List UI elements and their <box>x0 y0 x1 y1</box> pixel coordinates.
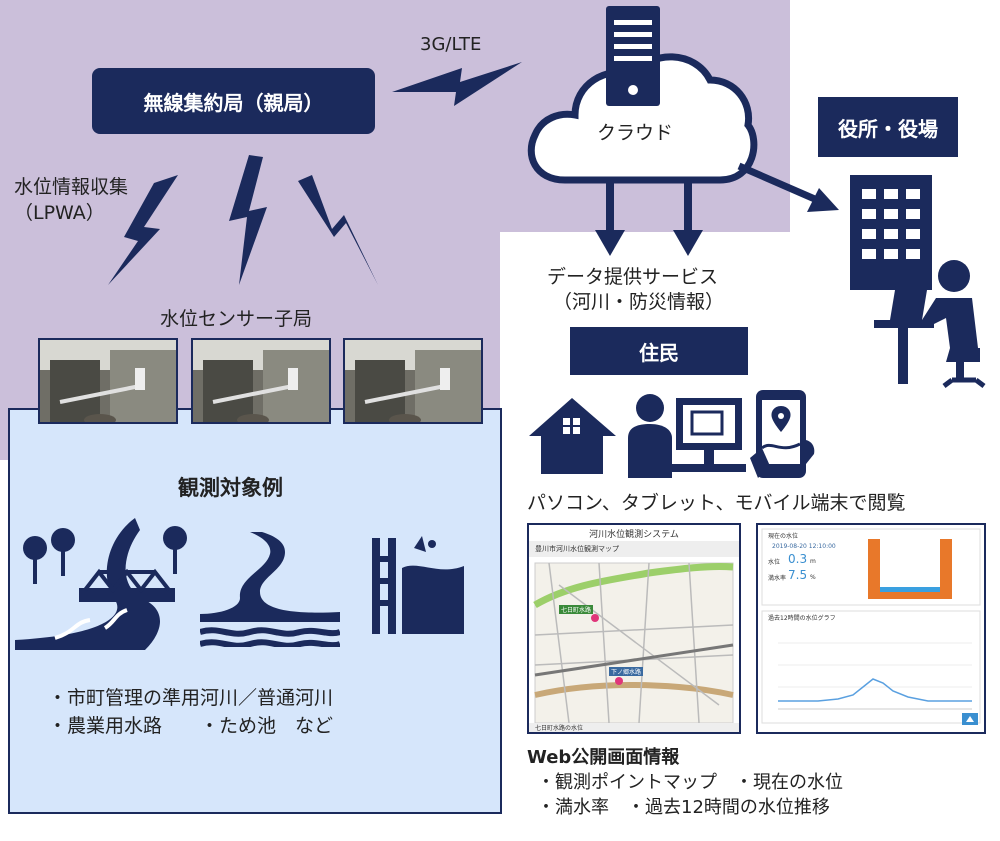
map-screenshot: 河川水位観測システム 豊川市河川水位観測マップ 七日町水路 下ノ郷水路 七日町水… <box>527 523 741 734</box>
level-value: 0.3 <box>788 552 808 566</box>
mobile-map-icon <box>750 390 815 478</box>
observation-title: 観測対象例 <box>178 476 283 500</box>
level-unit: m <box>810 558 816 565</box>
observation-item: ・市町管理の準用河川／普通河川 <box>48 687 334 709</box>
map-footer: 七日町水路の水位 <box>535 725 584 732</box>
map-subheader: 豊川市河川水位観測マップ <box>535 545 619 553</box>
sensor-photo <box>38 338 178 424</box>
sensor-photo <box>191 338 331 424</box>
map-header: 河川水位観測システム <box>589 530 679 540</box>
reservoir-icon <box>372 536 464 634</box>
fill-value: 7.5 <box>788 568 808 582</box>
residents-label: 住民 <box>639 340 679 365</box>
arrow-down-icon <box>595 178 625 256</box>
web-info-title: Web公開画面情報 <box>527 747 680 768</box>
house-icon <box>529 398 616 474</box>
devices-label: パソコン、タブレット、モバイル端末で閲覧 <box>527 492 906 514</box>
sensor-photo <box>343 338 483 424</box>
current-level-title: 現在の水位 <box>768 533 799 540</box>
office-worker-icon <box>874 260 986 388</box>
map-pin-label: 七日町水路 <box>559 605 594 614</box>
cloud-label: クラウド <box>597 122 674 144</box>
current-datetime: 2019-08-20 12:10:00 <box>772 543 836 550</box>
waterway-icon <box>200 532 340 647</box>
network-label: 3G/LTE <box>420 34 482 55</box>
server-icon <box>606 6 660 106</box>
water-level-screenshot: 現在の水位 2019-08-20 12:10:00 水位 0.3 m 満水率 7… <box>756 523 986 734</box>
observation-item: ・農業用水路 ・ため池 など <box>48 715 334 737</box>
web-info-line: ・観測ポイントマップ ・現在の水位 <box>537 772 843 793</box>
graph-title: 過去12時間の水位グラフ <box>768 615 836 622</box>
map-pin-label: 下ノ郷水路 <box>609 667 644 676</box>
lightning-icon <box>392 62 522 106</box>
level-label: 水位 <box>768 559 781 566</box>
lightning-icon <box>229 155 267 285</box>
collection-label: 水位情報収集 <box>14 176 129 198</box>
data-service-sublabel: （河川・防災情報） <box>553 291 725 313</box>
data-service-label: データ提供サービス <box>547 266 719 288</box>
arrow-down-icon <box>673 178 703 256</box>
river-bridge-icon <box>15 518 187 650</box>
office-building-icon <box>850 175 932 290</box>
office-label-box: 役所・役場 <box>818 97 958 157</box>
arrow-to-office-icon <box>737 162 839 212</box>
fill-label: 満水率 <box>768 575 787 582</box>
web-info-line: ・満水率 ・過去12時間の水位推移 <box>537 797 830 818</box>
computer-user-icon <box>628 394 746 478</box>
residents-label-box: 住民 <box>570 327 748 375</box>
lightning-icon <box>298 175 378 285</box>
lightning-icon <box>108 175 178 285</box>
parent-station-label: 無線集約局（親局） <box>143 90 324 115</box>
sensor-label: 水位センサー子局 <box>160 308 313 330</box>
parent-station-box: 無線集約局（親局） <box>92 68 375 134</box>
office-label: 役所・役場 <box>838 116 938 141</box>
fill-unit: % <box>810 574 816 581</box>
lpwa-label: （LPWA） <box>14 202 105 224</box>
